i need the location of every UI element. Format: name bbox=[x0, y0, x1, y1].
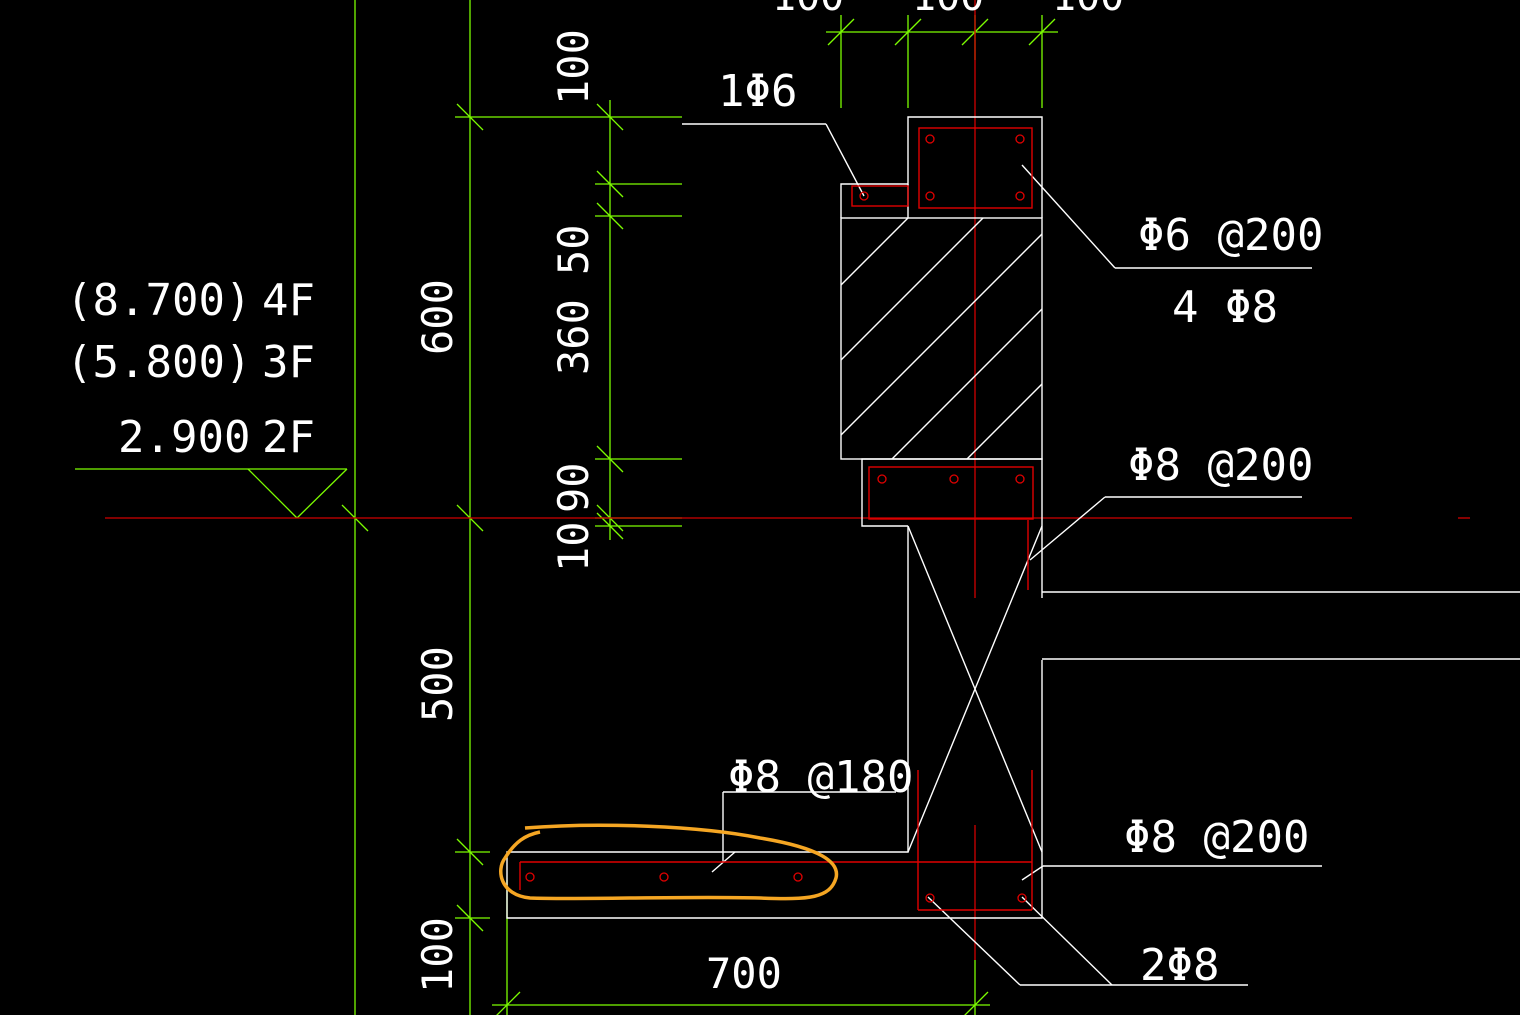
label-bottom-bars: 2Φ8 bbox=[1140, 940, 1219, 991]
top-dim-2: 100 bbox=[912, 0, 984, 20]
dim-100-top: 100 bbox=[549, 29, 598, 105]
label-slab-bar: Φ8 @180 bbox=[728, 752, 913, 803]
label-stirrup-top: Φ6 @200 bbox=[1138, 210, 1323, 261]
dim-50: 50 bbox=[549, 224, 598, 275]
label-top-bar: 1Φ6 bbox=[718, 66, 797, 117]
level-elevation-3f: (5.800) bbox=[66, 337, 251, 388]
axis-lines bbox=[105, 0, 1470, 960]
level-floor-4f: 4F bbox=[262, 275, 315, 326]
rebar-lines bbox=[519, 127, 1034, 911]
top-dim-1: 100 bbox=[772, 0, 844, 20]
label-mid-stirrup: Φ8 @200 bbox=[1128, 440, 1313, 491]
top-dim-3: 100 bbox=[1052, 0, 1124, 20]
dimension-lines bbox=[75, 0, 1058, 1015]
rebar-dots bbox=[525, 134, 1027, 903]
level-floor-3f: 3F bbox=[262, 337, 315, 388]
section-outline bbox=[506, 116, 1520, 986]
label-lower-stirrup: Φ8 @200 bbox=[1124, 812, 1309, 863]
dim-90: 90 bbox=[549, 462, 598, 513]
level-floor-2f: 2F bbox=[262, 412, 315, 463]
bottom-dim-700: 700 bbox=[706, 949, 782, 998]
dim-100-bottom: 100 bbox=[413, 917, 462, 993]
dim-600: 600 bbox=[413, 279, 462, 355]
level-elevation-4f: (8.700) bbox=[66, 275, 251, 326]
highlight-circle bbox=[499, 823, 839, 901]
dim-500: 500 bbox=[413, 646, 462, 722]
dim-360: 360 bbox=[549, 299, 598, 375]
level-elevation-2f: 2.900 bbox=[118, 412, 250, 463]
dim-10: 10 bbox=[549, 521, 598, 572]
label-main-top: 4 Φ8 bbox=[1172, 282, 1278, 333]
